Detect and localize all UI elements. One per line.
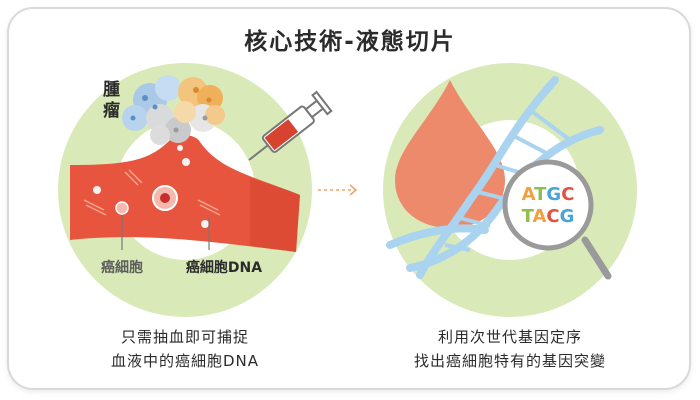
- white-cell: [177, 145, 183, 151]
- process-arrow: [318, 184, 358, 196]
- left-caption-line-2: 血液中的癌細胞DNA: [110, 352, 260, 370]
- cancer-cell-small: [115, 201, 129, 215]
- sequence-line-1: ATGC: [522, 184, 575, 205]
- cancer-dna-label: 癌細胞DNA: [186, 259, 262, 276]
- white-cell: [201, 220, 209, 228]
- cancer-cell-label: 癌細胞: [101, 259, 143, 276]
- tumor-label: 腫: [103, 79, 120, 100]
- syringe-icon: [248, 90, 333, 161]
- magnifier-icon: [502, 159, 612, 280]
- vessel-shade: [250, 178, 300, 252]
- sequence-line-2: TACG: [522, 206, 575, 227]
- sequence-letter: C: [546, 206, 559, 227]
- sequence-letter: G: [546, 184, 561, 205]
- dna-fragments: [83, 169, 221, 216]
- tumor-cluster: [122, 75, 225, 145]
- sequence-letter: T: [522, 206, 535, 227]
- cancer-cell-nucleus: [160, 193, 170, 203]
- left-illustration: 腫 瘤 癌細胞 癌細胞DNA: [58, 63, 333, 317]
- blood-vessel: [70, 134, 300, 252]
- white-cell: [182, 158, 190, 166]
- sequence-letter: A: [522, 184, 536, 205]
- right-caption: 利用次世代基因定序 找出癌細胞特有的基因突變: [360, 325, 660, 373]
- page-title: 核心技術-液態切片: [244, 29, 456, 55]
- left-caption: 只需抽血即可捕捉 血液中的癌細胞DNA: [35, 325, 335, 373]
- sequence-letter: G: [560, 206, 575, 227]
- sequence-letter: A: [532, 206, 546, 227]
- right-caption-line-1: 利用次世代基因定序: [437, 328, 582, 346]
- left-caption-line-1: 只需抽血即可捕捉: [120, 328, 249, 346]
- right-caption-line-2: 找出癌細胞特有的基因突變: [413, 352, 606, 370]
- tumor-label: 瘤: [103, 100, 120, 121]
- white-cell: [93, 186, 101, 194]
- right-illustration: ATGC TACG: [383, 63, 637, 317]
- sequence-letter: C: [561, 184, 574, 205]
- sequence-letter: T: [534, 184, 547, 205]
